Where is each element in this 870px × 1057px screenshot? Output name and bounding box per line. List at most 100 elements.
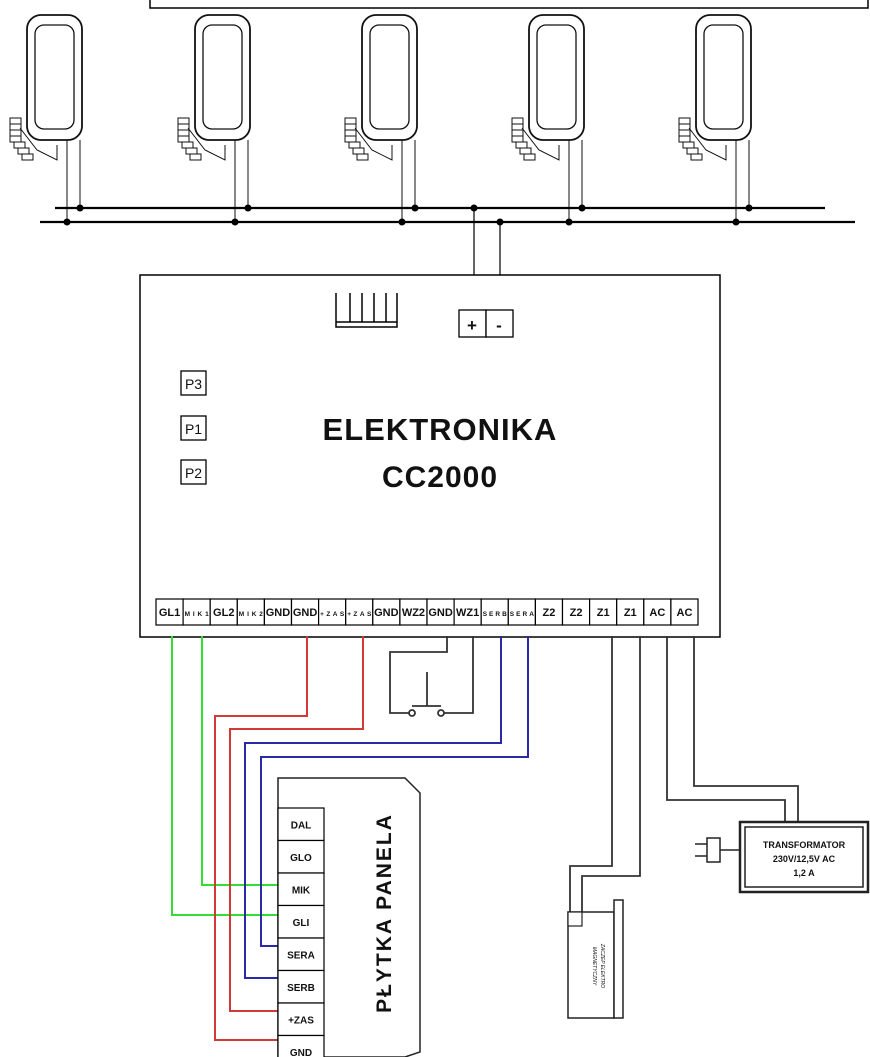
handset-cord [511, 117, 560, 161]
terminal-2: MIK1 [182, 598, 211, 626]
panel-pin-1: DAL [277, 807, 325, 842]
panel-title: PŁYTKA PANELA [373, 813, 396, 1013]
terminal-19: AC [643, 598, 672, 626]
terminal-label: WZ2 [402, 607, 425, 619]
terminal-label: AC [677, 607, 693, 619]
terminal-16: Z2 [561, 598, 591, 626]
terminal-5: GND [263, 598, 293, 626]
wire-mik1-mik [201, 636, 278, 886]
power-terminal-block: + - [458, 309, 514, 338]
terminal-11: GND [426, 598, 455, 626]
terminal-label: Z2 [543, 607, 556, 619]
transformer-wiring [666, 636, 799, 822]
top-frame [149, 0, 869, 9]
svg-text:P2: P2 [185, 465, 202, 481]
terminal-label: GND [293, 607, 318, 619]
panel-pin-2: GLO [277, 839, 325, 874]
terminal-12: WZ1 [453, 598, 482, 626]
p2-button[interactable]: P2 [180, 459, 207, 485]
transformer-label-3: 1,2 A [793, 868, 815, 878]
panel-pin-5: SERA [277, 937, 325, 972]
panel-pin-label: SERA [287, 950, 315, 961]
terminal-1: GL1 [155, 598, 184, 626]
lock-label-2: MAGNETYCZNY [591, 947, 597, 986]
panel-pin-3: MIK [277, 872, 325, 907]
terminal-label: MIK2 [239, 611, 263, 618]
terminal-14: SERA [507, 598, 536, 626]
p3-button[interactable]: P3 [180, 370, 207, 396]
terminal-label: GL2 [213, 607, 234, 619]
terminal-label: Z1 [597, 607, 610, 619]
lock-wiring [569, 636, 641, 912]
intercom-handset [177, 14, 252, 226]
terminal-label: +ZAS [347, 611, 372, 618]
svg-text:P1: P1 [185, 421, 202, 437]
panel-pin-label: GLI [293, 918, 310, 929]
panel-pin-label: +ZAS [288, 1015, 314, 1026]
panel-pin-label: DAL [291, 820, 312, 831]
panel-pin-label: GND [290, 1048, 312, 1057]
door-push-button [389, 636, 474, 717]
handset-cord [678, 117, 727, 161]
terminal-label: GND [374, 607, 399, 619]
terminal-20: AC [670, 598, 699, 626]
terminal-label: SERB [483, 611, 507, 618]
panel-wiring [171, 636, 529, 1041]
terminal-label: GND [428, 607, 453, 619]
heatsink-icon [335, 293, 398, 328]
terminal-10: WZ2 [399, 598, 428, 626]
wire-sera [260, 636, 529, 947]
intercom-handset [344, 14, 419, 226]
panel-pin-label: MIK [292, 885, 311, 896]
terminal-4: MIK2 [236, 598, 266, 626]
panel-board: DAL GLO MIK GLI SERA SERB +ZAS GND PŁYTKA PANEL… [277, 777, 421, 1057]
terminal-label: Z1 [624, 607, 637, 619]
svg-text:P3: P3 [185, 376, 202, 392]
transformer-label-2: 230V/12,5V AC [773, 854, 836, 864]
terminal-label: Z2 [570, 607, 583, 619]
handset-cord [344, 117, 393, 161]
transformer-label-1: TRANSFORMATOR [763, 840, 846, 850]
panel-pin-7: +ZAS [277, 1002, 325, 1037]
lock-label-1: ZACZEP ELEKTRO [599, 943, 605, 988]
terminal-label: SERA [510, 611, 534, 618]
terminal-label: WZ1 [456, 607, 479, 619]
terminal-8: +ZAS [345, 598, 374, 626]
wire-gnd [214, 636, 308, 1041]
terminal-label: GL1 [159, 607, 180, 619]
wire-zas [229, 636, 364, 1012]
terminal-6: GND [290, 598, 320, 626]
plug-icon [695, 837, 740, 863]
terminal-18: Z1 [616, 598, 645, 626]
terminal-label: AC [649, 607, 665, 619]
terminal-9: GND [372, 598, 401, 626]
panel-pin-6: SERB [277, 969, 325, 1004]
intercom-handsets [9, 14, 753, 226]
panel-pin-label: SERB [287, 983, 315, 994]
panel-pin-label: GLO [290, 853, 312, 864]
wire-serb [244, 636, 502, 979]
terminal-13: SERB [480, 598, 509, 626]
transformer: TRANSFORMATOR 230V/12,5V AC 1,2 A [695, 820, 870, 894]
intercom-handset [9, 14, 84, 226]
p1-button[interactable]: P1 [180, 415, 207, 441]
handset-cord [9, 117, 58, 161]
terminal-label: +ZAS [320, 611, 345, 618]
terminal-label: MIK1 [185, 611, 209, 618]
wire-gl1-gli [171, 636, 278, 916]
terminal-label: GND [266, 607, 291, 619]
terminal-3: GL2 [209, 598, 238, 626]
panel-pin-8: GND [277, 1034, 325, 1057]
panel-pin-strip: DAL GLO MIK GLI SERA SERB +ZAS GND [277, 807, 325, 1057]
electric-lock: ZACZEP ELEKTRO MAGNETYCZNY [567, 899, 624, 1019]
panel-pin-4: GLI [277, 904, 325, 939]
controller-brand: ELEKTRONIKA [323, 412, 558, 447]
terminal-17: Z1 [588, 598, 618, 626]
intercom-handset [678, 14, 753, 226]
plus-terminal-label: + [467, 316, 477, 335]
terminal-15: Z2 [534, 598, 564, 626]
terminal-7: +ZAS [318, 598, 347, 626]
